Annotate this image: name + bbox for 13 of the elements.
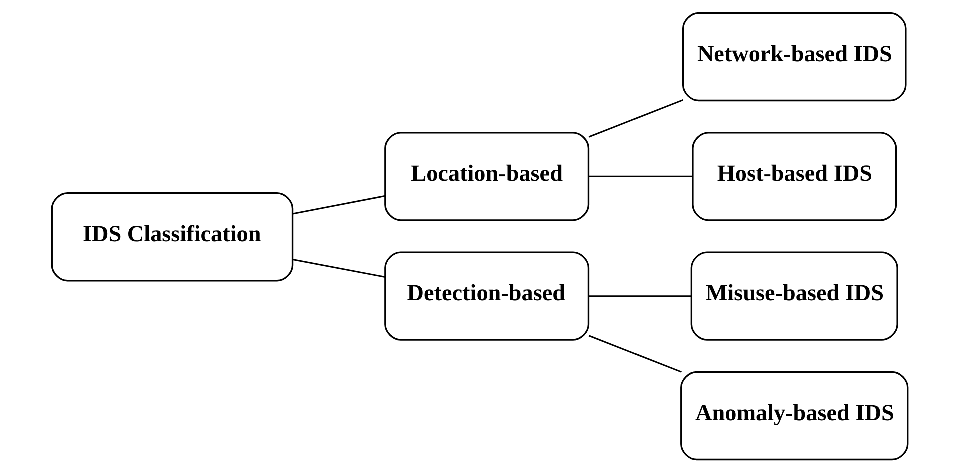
node-box: Anomaly-based IDS <box>680 371 909 461</box>
connector <box>589 296 692 298</box>
node-box: Network-based IDS <box>682 12 907 102</box>
connector <box>588 335 682 373</box>
connector <box>292 259 386 278</box>
connector <box>588 99 684 138</box>
node-box: Location-based <box>384 132 590 222</box>
connector <box>292 195 386 215</box>
node-box: IDS Classification <box>51 192 294 282</box>
connector <box>589 176 693 178</box>
node-box: Misuse-based IDS <box>690 252 898 341</box>
node-box: Host-based IDS <box>692 132 898 222</box>
node-box: Detection-based <box>384 252 590 341</box>
